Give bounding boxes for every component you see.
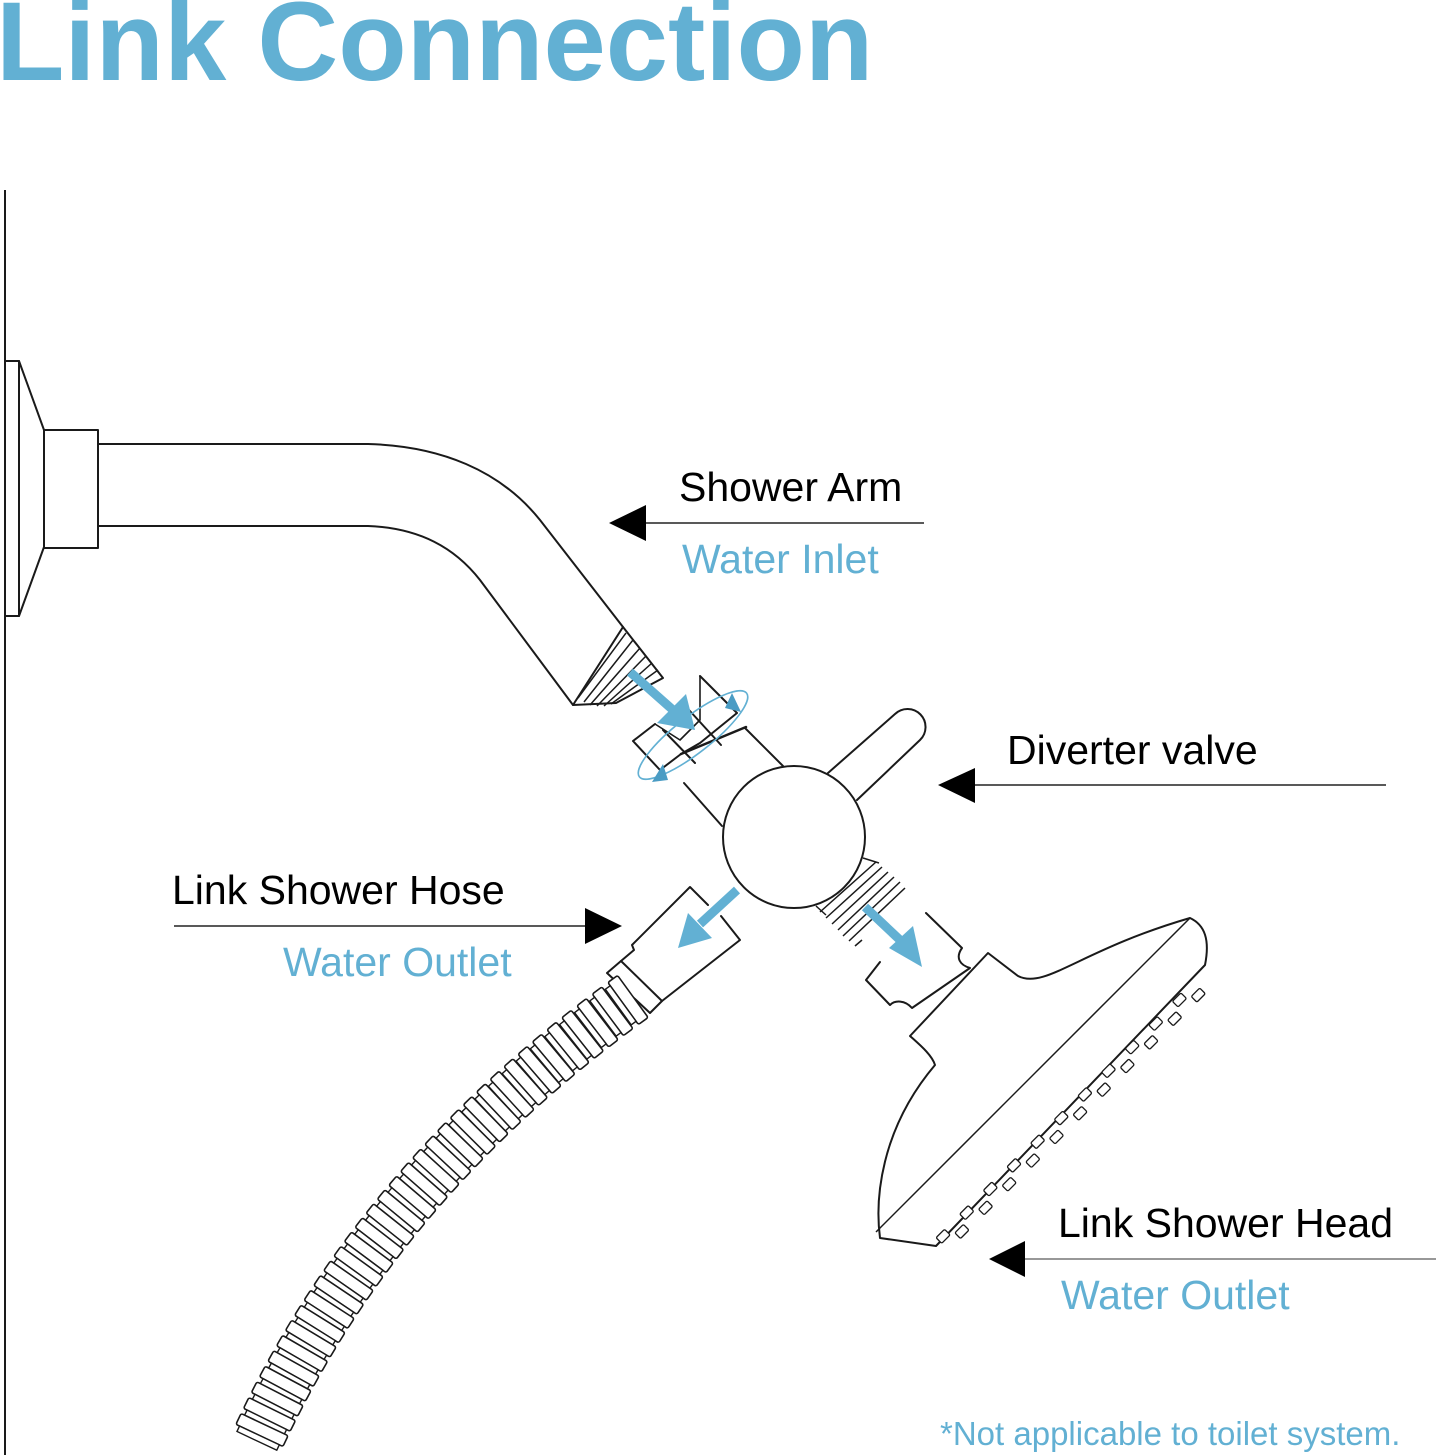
nozzle bbox=[1120, 1058, 1135, 1074]
nozzle bbox=[1148, 1016, 1163, 1031]
shower-head-nozzles bbox=[936, 988, 1206, 1244]
nozzle bbox=[954, 1224, 970, 1239]
pointer-left-icon bbox=[938, 768, 975, 803]
shower-head-sublabel: Water Outlet bbox=[1061, 1272, 1290, 1318]
nozzle bbox=[1096, 1082, 1111, 1097]
shower-arm-pointer bbox=[609, 505, 924, 541]
diverter-body bbox=[722, 765, 866, 909]
nozzle bbox=[1172, 992, 1187, 1008]
nozzle bbox=[1025, 1153, 1040, 1168]
nozzle bbox=[936, 1229, 951, 1244]
nozzle bbox=[1125, 1040, 1140, 1055]
hose-ring bbox=[573, 1008, 608, 1049]
diverter-valve-label: Diverter valve bbox=[1007, 727, 1258, 773]
hose-ring bbox=[588, 996, 622, 1038]
diverter-valve-pointer bbox=[938, 768, 1386, 803]
nozzle bbox=[1191, 988, 1206, 1003]
nozzle bbox=[1073, 1106, 1088, 1121]
shower-hose-label: Link Shower Hose bbox=[172, 867, 505, 913]
hose-ring bbox=[236, 1425, 281, 1452]
shower-arm-threads bbox=[577, 632, 659, 707]
nozzle bbox=[1049, 1129, 1064, 1145]
shower-arm-label: Shower Arm bbox=[679, 464, 903, 510]
water-flow-inlet-arrow bbox=[627, 668, 695, 730]
nozzle bbox=[1143, 1035, 1159, 1050]
shower-head-label: Link Shower Head bbox=[1058, 1200, 1394, 1246]
nozzle bbox=[978, 1200, 993, 1215]
shower-hose bbox=[235, 975, 649, 1452]
wall-flange bbox=[4, 360, 99, 617]
nozzle bbox=[959, 1205, 974, 1220]
shower-head-pointer bbox=[989, 1241, 1436, 1277]
pointer-left-icon bbox=[989, 1241, 1025, 1277]
shower-arm bbox=[97, 443, 664, 707]
page-title: Link Connection bbox=[0, 0, 874, 104]
head-connector bbox=[865, 912, 971, 1009]
water-flow-hose-arrow bbox=[678, 886, 741, 948]
hose-ring bbox=[604, 984, 638, 1026]
diverter-handle bbox=[827, 707, 927, 801]
nozzle bbox=[1002, 1177, 1017, 1192]
nozzle bbox=[1167, 1011, 1182, 1026]
nozzle bbox=[983, 1181, 998, 1197]
shower-hose-sublabel: Water Outlet bbox=[283, 939, 512, 985]
pointer-left-icon bbox=[609, 505, 646, 541]
rotate-tighten-icon bbox=[637, 689, 749, 782]
pointer-right-icon bbox=[585, 908, 622, 944]
shower-arm-sublabel: Water Inlet bbox=[682, 536, 879, 582]
shower-hose-pointer bbox=[174, 908, 622, 944]
nozzle bbox=[1006, 1158, 1022, 1173]
footnote: *Not applicable to toilet system. bbox=[940, 1415, 1401, 1452]
nozzle bbox=[1101, 1063, 1116, 1078]
shower-head bbox=[875, 917, 1208, 1247]
nozzle bbox=[1030, 1134, 1045, 1149]
water-flow-head-arrow bbox=[861, 903, 922, 967]
nozzle bbox=[1054, 1111, 1069, 1126]
nozzle bbox=[1077, 1087, 1093, 1102]
